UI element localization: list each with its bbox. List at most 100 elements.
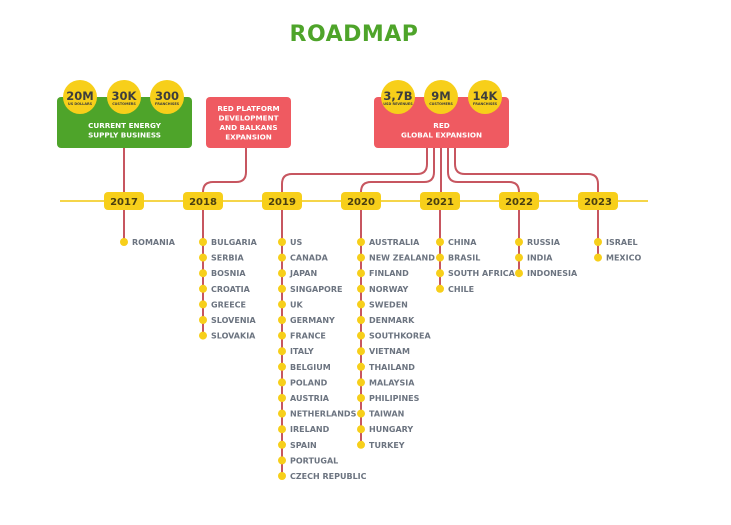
country-item: SLOVENIA (211, 316, 256, 325)
country-bullet (199, 238, 207, 246)
stat-value: 20M (66, 89, 93, 103)
year-marker-2022: 2022 (499, 192, 539, 210)
country-item: AUSTRIA (290, 394, 330, 403)
country-list-2023: ISRAEL MEXICO (594, 210, 641, 263)
country-bullet (357, 409, 365, 418)
country-item: MEXICO (606, 254, 641, 263)
country-bullet (436, 253, 444, 262)
country-item: DENMARK (369, 316, 415, 325)
country-bullet (436, 269, 444, 278)
country-item: SLOVAKIA (211, 332, 256, 341)
country-bullet (436, 284, 444, 293)
country-item: FRANCE (290, 332, 326, 341)
stat-value: 9M (431, 89, 450, 103)
country-bullet (278, 347, 286, 356)
country-item: TAIWAN (369, 410, 404, 419)
connectors (123, 147, 599, 202)
country-list-2018: BULGARIASERBIABOSNIACROATIAGREECESLOVENI… (199, 210, 258, 341)
country-bullet (357, 394, 365, 402)
stat-circle (424, 80, 458, 114)
country-item: INDIA (527, 254, 553, 263)
country-item: SOUTH AFRICA (448, 269, 516, 278)
country-item: TURKEY (369, 441, 405, 450)
stat-circle (468, 80, 502, 114)
country-item: CANADA (290, 254, 329, 263)
stat-label: USD REVENUES (383, 102, 413, 106)
box-background (206, 97, 291, 148)
country-item: BOSNIA (211, 269, 246, 278)
country-item: CHILE (448, 285, 474, 294)
country-bullet (594, 253, 602, 262)
country-item: CHINA (448, 238, 477, 247)
country-bullet (357, 300, 365, 309)
country-item: AUSTRALIA (369, 238, 420, 247)
country-item: SPAIN (290, 441, 317, 450)
box-label-line: CURRENT ENERGY (88, 121, 162, 130)
country-bullet (515, 253, 523, 262)
country-item: CROATIA (211, 285, 251, 294)
country-bullet (199, 284, 207, 293)
stat-circle (150, 80, 184, 114)
stat-circle (63, 80, 97, 114)
box-label-line: RED (433, 121, 449, 130)
year-marker-2021: 2021 (420, 192, 460, 210)
year-label: 2017 (110, 197, 138, 208)
country-list-2019: USCANADAJAPANSINGAPOREUKGERMANYFRANCEITA… (278, 210, 367, 481)
country-bullet (278, 472, 286, 480)
connector-2019 (281, 147, 428, 202)
country-bullet (357, 253, 365, 262)
country-item: SOUTHKOREA (369, 332, 431, 341)
country-bullet (278, 378, 286, 387)
country-item: UK (290, 300, 303, 309)
box-label-line: GLOBAL EXPANSION (401, 131, 482, 140)
country-bullet (357, 347, 365, 356)
stat-label: CUSTOMERS (429, 102, 453, 106)
year-marker-2019: 2019 (262, 192, 302, 210)
country-bullet (120, 238, 128, 246)
year-badge (341, 192, 381, 210)
country-bullet (199, 269, 207, 278)
country-item: JAPAN (289, 269, 317, 278)
stat-circle (381, 80, 415, 114)
year-badge (578, 192, 618, 210)
box-label-line: EXPANSION (225, 132, 272, 141)
country-item: SINGAPORE (290, 285, 342, 294)
country-item: INDONESIA (527, 269, 578, 278)
year-marker-2023: 2023 (578, 192, 618, 210)
country-item: GREECE (211, 300, 246, 309)
country-bullet (515, 238, 523, 246)
country-item: HUNGARY (369, 425, 413, 434)
year-marker-2018: 2018 (183, 192, 223, 210)
country-item: NETHERLANDS (290, 410, 357, 419)
year-badge (262, 192, 302, 210)
country-bullet (357, 440, 365, 449)
connector-2018 (202, 147, 247, 202)
country-bullet (278, 284, 286, 293)
stat-circle (107, 80, 141, 114)
country-item: ISRAEL (606, 238, 638, 247)
year-badge (499, 192, 539, 210)
year-label: 2021 (426, 197, 454, 208)
country-bullet (357, 331, 365, 340)
stat-value: 30K (112, 89, 138, 103)
year-badge (420, 192, 460, 210)
stat-label: CUSTOMERS (112, 102, 136, 106)
country-bullet (278, 253, 286, 262)
connector-2022 (447, 147, 520, 202)
country-item: THAILAND (369, 363, 415, 372)
country-bullet (278, 362, 286, 371)
country-bullet (594, 238, 602, 246)
country-item: US (290, 238, 302, 247)
stat-value: 3,7B (383, 89, 412, 103)
country-item: FINLAND (369, 269, 409, 278)
country-item: IRELAND (290, 425, 330, 434)
country-bullet (278, 456, 286, 465)
country-item: MALAYSIA (369, 378, 415, 387)
connector-2023 (454, 147, 599, 202)
country-bullet (357, 269, 365, 278)
